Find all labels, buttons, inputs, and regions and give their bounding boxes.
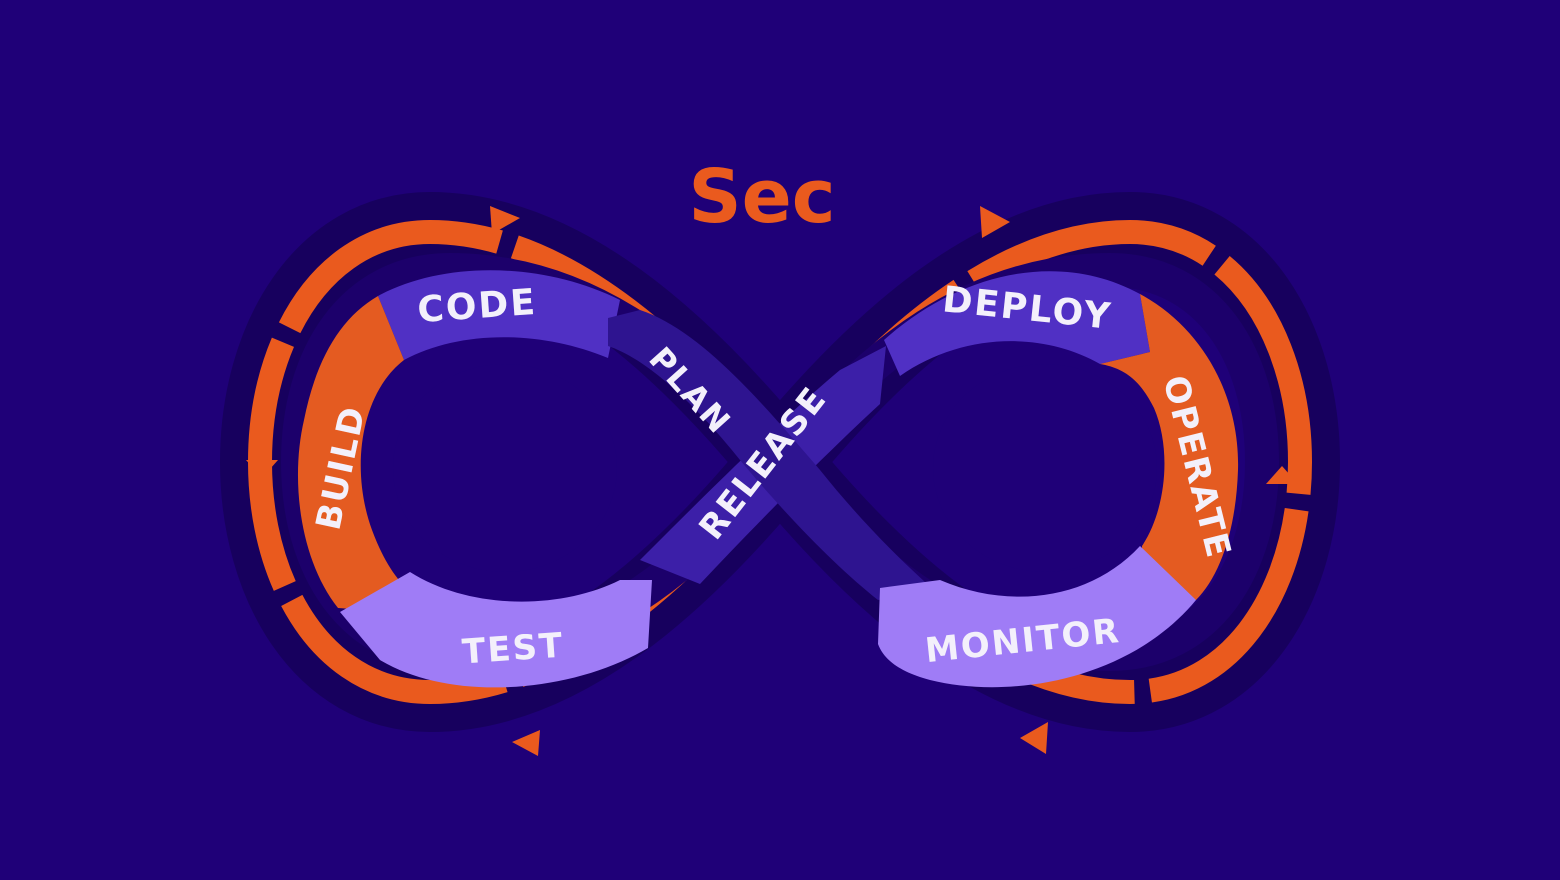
segment-monitor bbox=[878, 546, 1196, 688]
segment-deploy bbox=[884, 271, 1150, 376]
segment-code bbox=[378, 270, 620, 360]
ring-arrowhead bbox=[512, 730, 540, 756]
segment-operate bbox=[1100, 294, 1239, 600]
left-loop-hole bbox=[393, 364, 617, 572]
stage-label-test: TEST bbox=[461, 626, 566, 673]
segment-plan bbox=[608, 310, 934, 600]
ring-arrowhead bbox=[1020, 722, 1048, 754]
sec-title: Sec bbox=[688, 154, 835, 240]
segment-build bbox=[297, 296, 420, 612]
stage-label-code: CODE bbox=[416, 282, 538, 331]
ring-arrowhead bbox=[980, 206, 1010, 238]
right-loop-hole bbox=[933, 364, 1157, 572]
segment-test bbox=[340, 572, 652, 688]
ring-arrowhead bbox=[1266, 466, 1298, 484]
ring-arrowhead bbox=[246, 460, 278, 478]
ring-arrowhead bbox=[490, 206, 520, 234]
